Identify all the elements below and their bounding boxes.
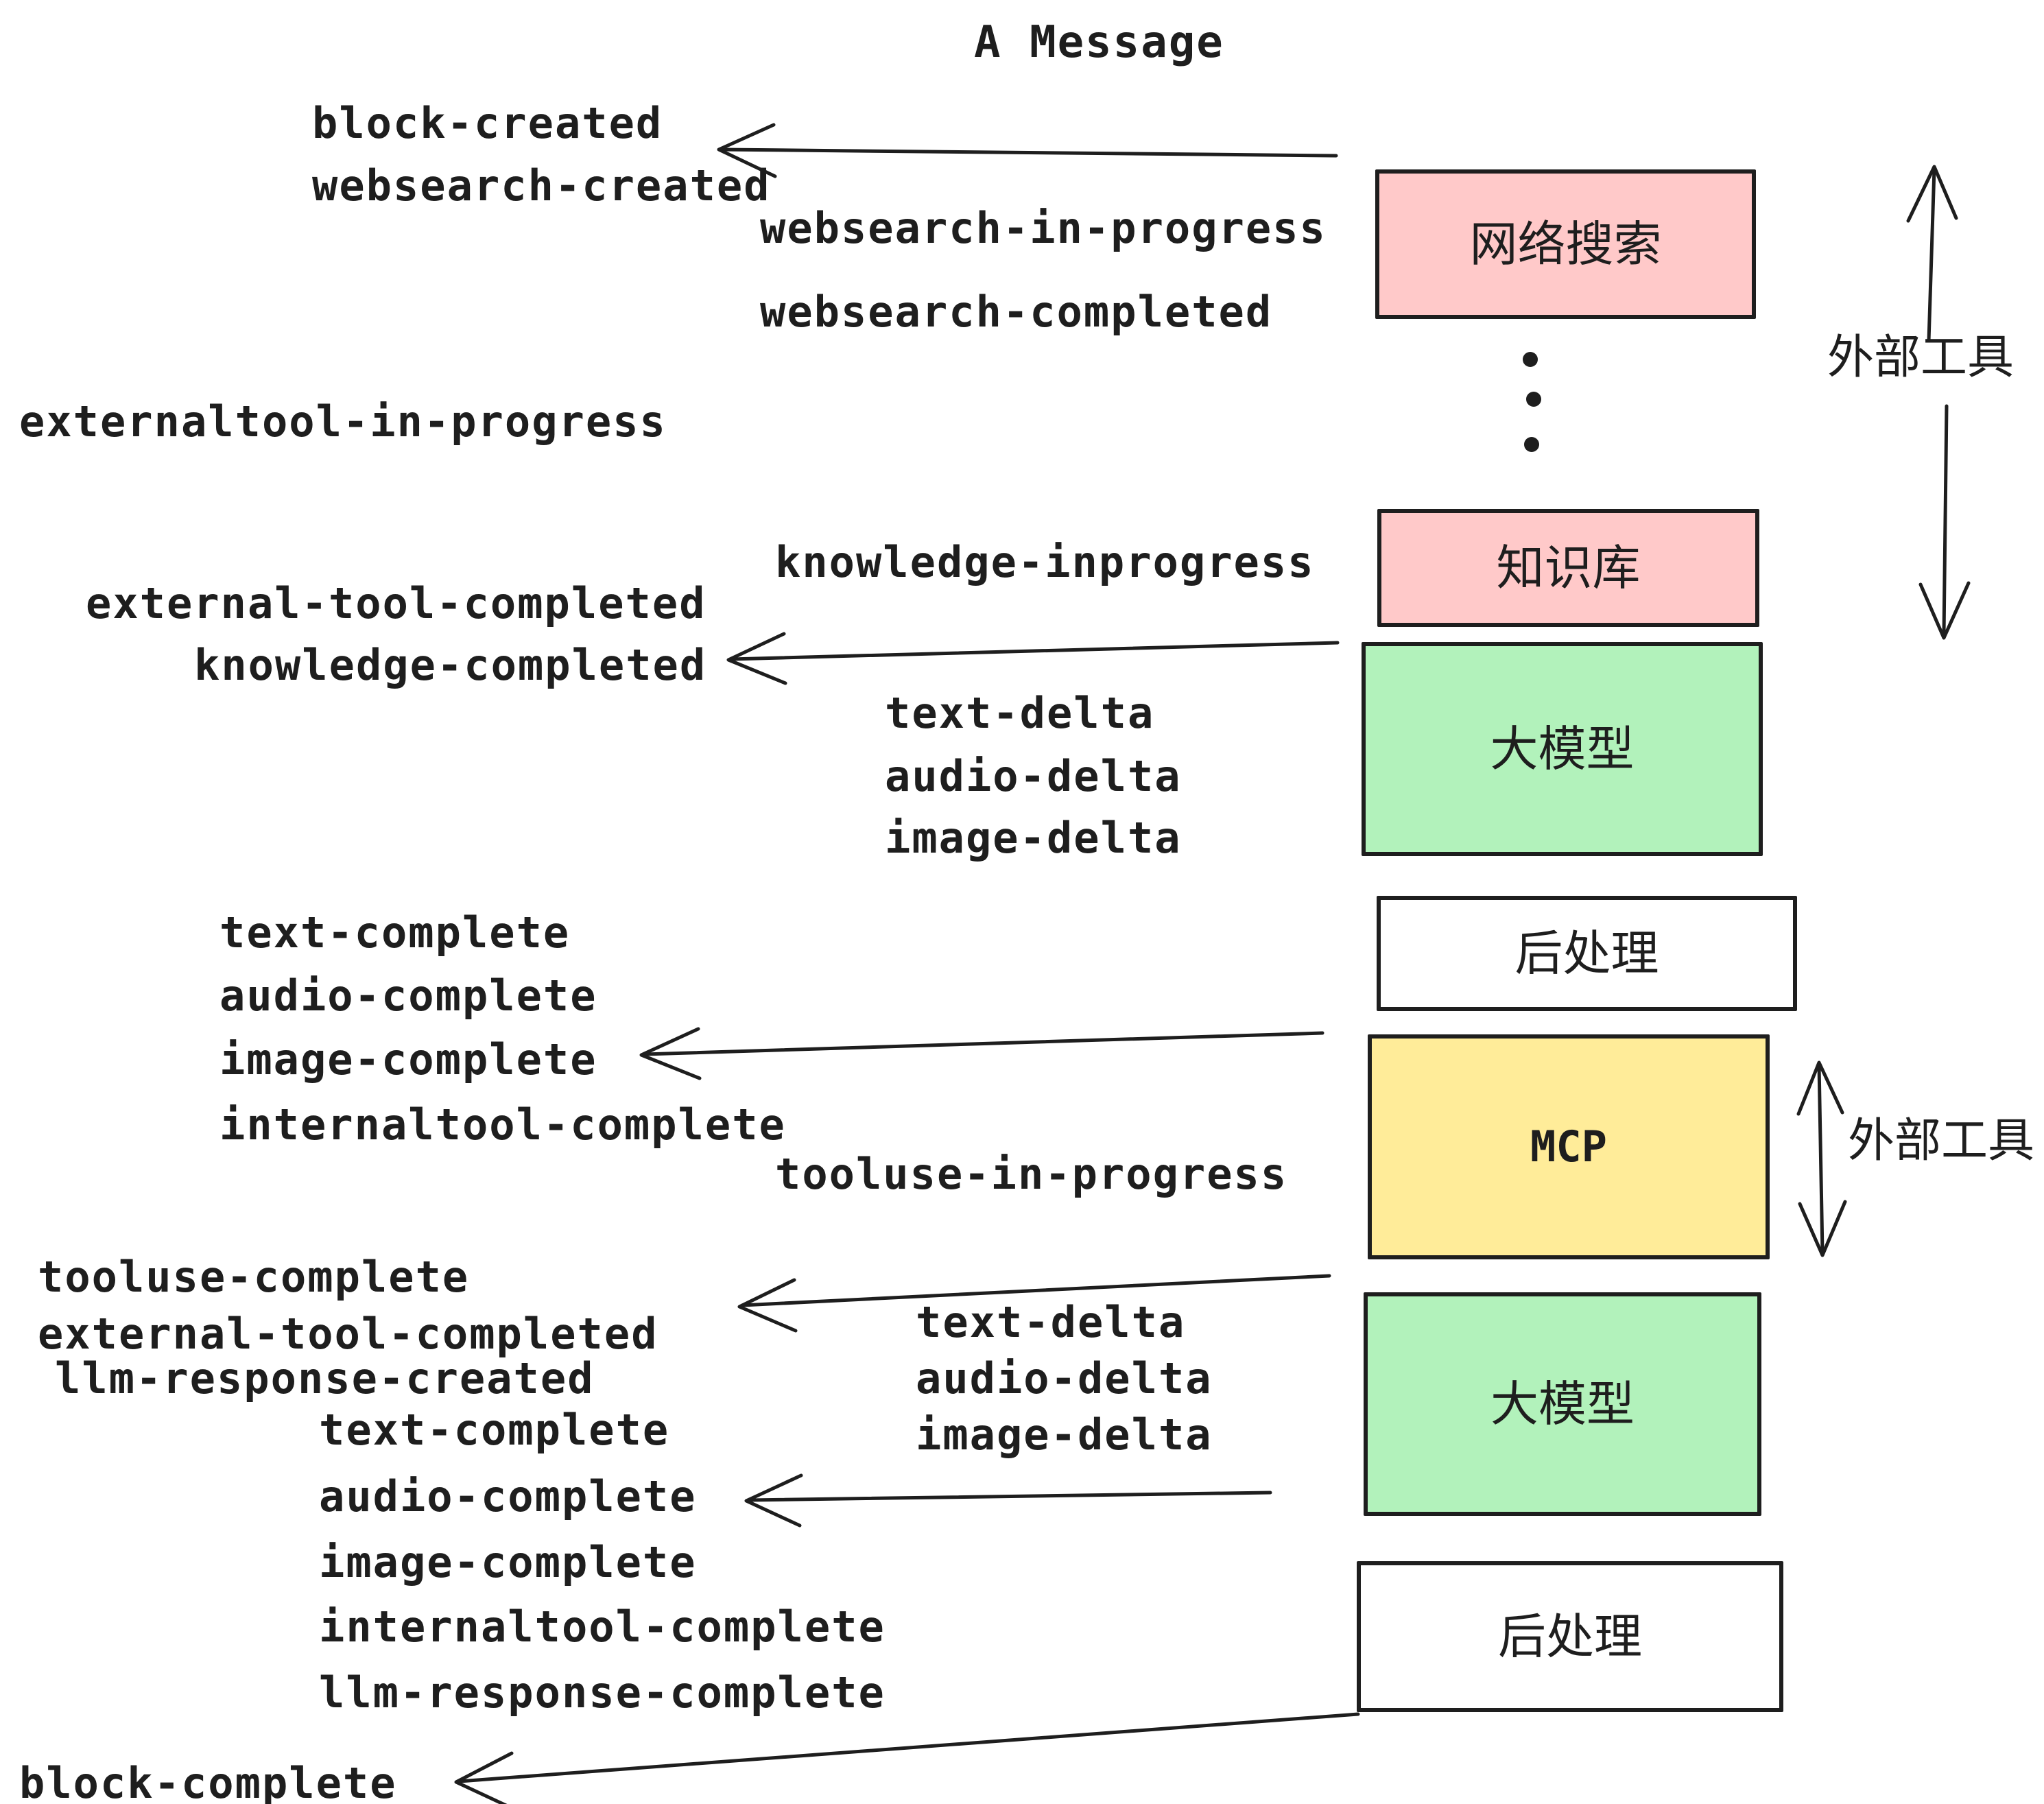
annotation-external-tools-top: 外部工具 (1827, 331, 2015, 385)
event-text-delta-top: text-delta (885, 688, 1155, 738)
node-llm-bottom: 大模型 (1364, 1292, 1761, 1516)
event-audio-complete-top: audio-complete (219, 971, 597, 1021)
event-llm-response-complete: llm-response-complete (319, 1667, 886, 1718)
arrow-block-complete-icon (454, 1712, 1360, 1804)
event-tooluse-in-progress: tooluse-in-progress (775, 1149, 1288, 1199)
external-tools-top-up-arrow-icon (1906, 165, 1958, 343)
event-audio-complete-bottom: audio-complete (319, 1471, 697, 1521)
page-title: A Message (974, 17, 1224, 68)
event-block-created: block-created (312, 98, 663, 148)
node-knowledge-base: 知识库 (1377, 509, 1759, 627)
event-text-delta-bottom: text-delta (916, 1297, 1186, 1347)
annotation-external-tools-bottom: 外部工具 (1848, 1114, 2035, 1168)
node-postprocess-bottom-label: 后处理 (1498, 1609, 1642, 1665)
event-internaltool-complete-top: internaltool-complete (219, 1100, 786, 1150)
external-tools-top-down-arrow-icon (1918, 404, 1971, 640)
arrow-image-complete-icon (639, 1027, 1324, 1080)
node-mcp: MCP (1368, 1034, 1770, 1259)
event-websearch-completed: websearch-completed (760, 287, 1273, 337)
event-tooluse-complete: tooluse-complete (38, 1252, 470, 1302)
event-text-complete-bottom: text-complete (319, 1405, 670, 1455)
event-audio-delta-bottom: audio-delta (916, 1353, 1213, 1403)
event-websearch-in-progress: websearch-in-progress (760, 203, 1327, 253)
event-audio-delta-top: audio-delta (885, 751, 1182, 801)
event-internaltool-complete-bottom: internaltool-complete (319, 1602, 886, 1652)
event-image-delta-bottom: image-delta (916, 1410, 1213, 1460)
event-external-tool-completed-bottom: external-tool-completed (38, 1309, 658, 1359)
event-websearch-created: websearch-created (312, 161, 771, 211)
event-block-complete: block-complete (19, 1758, 397, 1804)
event-external-tool-completed-top: external-tool-completed (86, 578, 706, 628)
event-externaltool-in-progress: externaltool-in-progress (19, 396, 667, 447)
event-knowledge-inprogress: knowledge-inprogress (775, 537, 1315, 587)
node-websearch-label: 网络搜索 (1469, 216, 1662, 272)
event-knowledge-completed: knowledge-completed (194, 640, 707, 690)
node-knowledge-base-label: 知识库 (1496, 540, 1641, 596)
event-llm-response-created: llm-response-created (55, 1353, 595, 1403)
node-websearch: 网络搜索 (1375, 169, 1756, 319)
external-tools-bottom-double-arrow-icon (1796, 1060, 1847, 1257)
arrow-audio-complete-icon (744, 1473, 1272, 1528)
event-image-complete-top: image-complete (219, 1034, 597, 1084)
event-text-complete-top: text-complete (219, 907, 571, 958)
event-image-delta-top: image-delta (885, 813, 1182, 863)
node-llm-bottom-label: 大模型 (1490, 1376, 1635, 1432)
node-postprocess-top: 后处理 (1377, 896, 1797, 1011)
arrow-knowledge-completed-icon (726, 632, 1340, 685)
node-postprocess-top-label: 后处理 (1514, 925, 1659, 982)
arrow-block-created-icon (717, 123, 1338, 178)
node-llm-top-label: 大模型 (1490, 721, 1635, 777)
ellipsis-dots-icon (1523, 352, 1541, 452)
node-llm-top: 大模型 (1362, 642, 1763, 856)
node-mcp-label: MCP (1530, 1121, 1607, 1172)
node-postprocess-bottom: 后处理 (1357, 1561, 1783, 1712)
event-image-complete-bottom: image-complete (319, 1537, 697, 1587)
